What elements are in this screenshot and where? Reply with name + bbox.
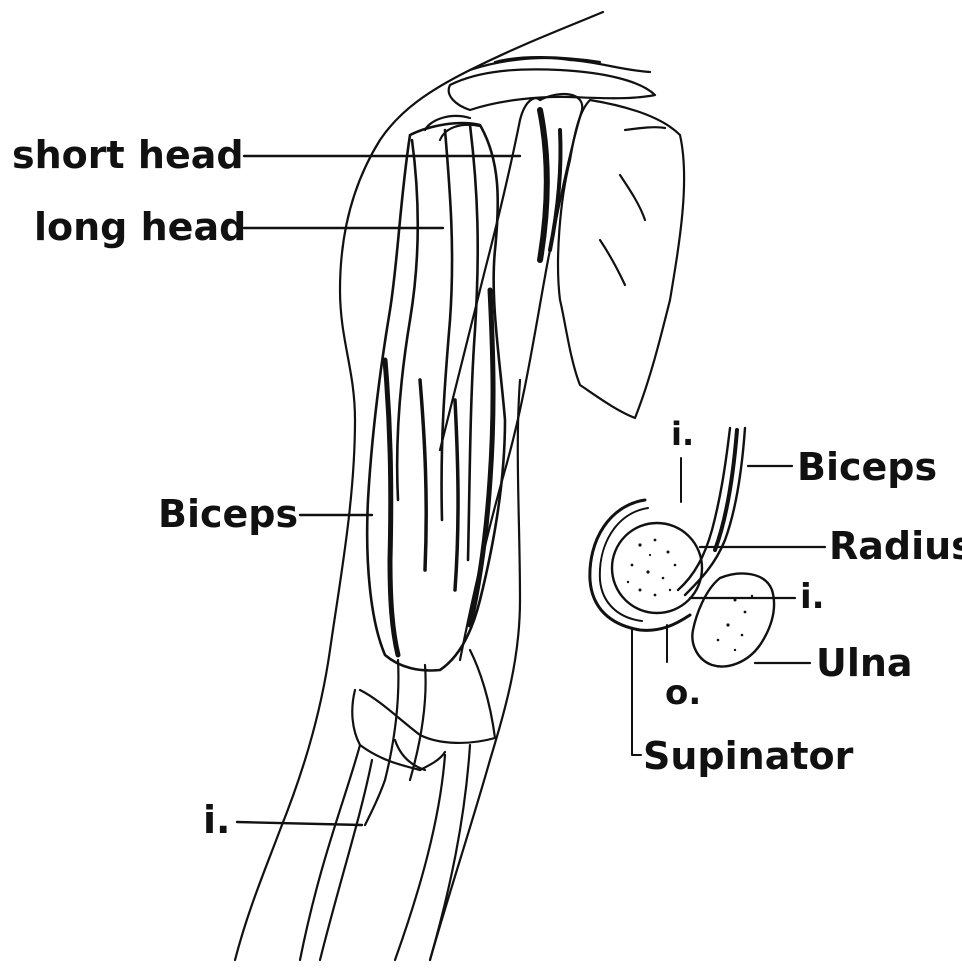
supinator-leader [632, 628, 641, 755]
cross-section-inset [590, 428, 825, 755]
label-short-head: short head [12, 136, 244, 174]
radius-bone [612, 523, 702, 613]
ulna-bone [692, 574, 774, 667]
biceps-muscle [367, 110, 560, 670]
scapula [558, 100, 684, 418]
label-supinator: Supinator [643, 737, 853, 775]
label-ulna: Ulna [816, 644, 913, 682]
label-long-head: long head [34, 208, 246, 246]
label-biceps-arm: Biceps [158, 495, 298, 533]
label-insertion-inset: i. [800, 580, 825, 614]
biceps-tendons [365, 116, 480, 825]
label-origin: o. [665, 676, 701, 710]
label-biceps-inset: Biceps [797, 448, 937, 486]
label-insertion-forearm: i. [203, 801, 230, 839]
insertion-forearm-leader [237, 822, 362, 825]
radius-stipple [627, 539, 677, 597]
label-insertion-top: i. [671, 418, 694, 450]
label-radius: Radius [829, 527, 962, 565]
ulna-stipple [717, 595, 754, 651]
